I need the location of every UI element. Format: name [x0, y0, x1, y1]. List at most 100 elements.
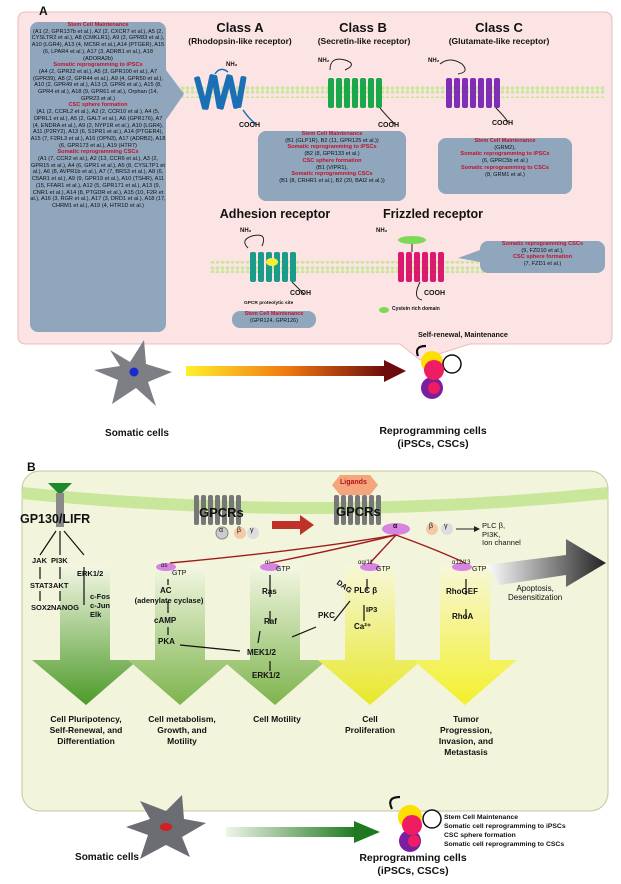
- frizzled-receptor: [379, 236, 444, 313]
- gamma-right: γ: [444, 523, 448, 530]
- left-box-text-4: (A1 (7, CCR2 et al.), A2 (13, CCR6 et al…: [30, 156, 166, 209]
- left-box-heading-1: Stem Cell Maintenance: [67, 22, 129, 28]
- outcome-metabolism: Cell metabolism, Growth, and Motility: [130, 714, 234, 747]
- class-c-subtitle: (Glutamate-like receptor): [448, 36, 550, 46]
- gpcr-receptor-left: [194, 495, 259, 540]
- class-c-cooh: COOH: [492, 120, 513, 127]
- somatic-cells-label-b: Somatic cells: [75, 852, 139, 863]
- frizzled-box-heading-1: Somatic reprogramming CSCs: [501, 241, 584, 247]
- reprogramming-cells-a: [415, 344, 462, 399]
- outcome-1-line-2: Self-Renewal, and: [49, 725, 123, 735]
- g12-gtp: GTP: [472, 566, 487, 573]
- alpha-right: α: [393, 523, 398, 530]
- g12-subunit: α12/13: [452, 560, 471, 566]
- erk-gi-node: ERK1/2: [252, 671, 281, 680]
- class-b-box-heading-4: Somatic reprogramming CSCs: [291, 171, 373, 178]
- outcome-5-line-3: Invasion, and: [438, 736, 494, 746]
- fos-jun-elk-nodes: c-Fos c-Jun Elk: [90, 592, 110, 619]
- frizzled-cooh: COOH: [424, 290, 445, 297]
- class-a-cooh: COOH: [239, 122, 260, 129]
- adhesion-cooh: COOH: [290, 290, 311, 297]
- class-c-annotation-box: Stem Cell Maintenance (GRM2), Somatic re…: [438, 138, 572, 194]
- class-c-box-heading-3: Somatic reprogramming to CSCs: [461, 164, 549, 171]
- outcome-proliferation: Cell Proliferation: [330, 714, 410, 736]
- desensitization-arrow: [486, 539, 606, 587]
- pi3k-node: PI3K: [51, 556, 68, 565]
- outcome-3-line-1: Cell Motility: [253, 714, 301, 724]
- alpha-left: α: [219, 527, 224, 534]
- panel-b-graphics: [21, 470, 609, 859]
- metabolism-arrow: [128, 565, 232, 705]
- adhesion-annotation-box: Stem Cell Maintenance (GPR124, GPR126): [232, 311, 316, 328]
- frizzled-title: Frizzled receptor: [382, 207, 484, 221]
- class-a-receptor: [194, 68, 257, 125]
- class-b-title: Class B: [339, 20, 387, 35]
- reprog-item-2: Somatic cell reprogramming to iPSCs: [444, 823, 566, 830]
- somatic-cell-a: [94, 340, 172, 406]
- apoptosis-label: Apoptosis, Desensitization: [508, 584, 562, 602]
- outcome-tumor: Tumor Progression, Invasion, and Metasta…: [426, 714, 506, 758]
- class-b-box-heading-1: Stem Cell Maintenance: [301, 131, 363, 137]
- gq-gtp: GTP: [376, 566, 391, 573]
- beta-right: β: [429, 523, 434, 530]
- class-b-cooh: COOH: [378, 122, 399, 129]
- reprogramming-arrow-a: [186, 360, 406, 382]
- gpcr-receptor-right: [332, 475, 480, 535]
- frizzled-box-text-2: (7, FZD1 et al.): [523, 261, 562, 268]
- class-b-receptor: [328, 58, 396, 125]
- left-box-text-2: (A4 (2, GPR22 et al.), A5 (3, GPR100 et …: [33, 68, 163, 102]
- reprogramming-cells-label-a: Reprogramming cells: [379, 425, 487, 437]
- alpha-fanout: [169, 534, 466, 564]
- outcome-1-line-3: Differentiation: [57, 736, 115, 746]
- plc-node: PLC β: [354, 586, 378, 595]
- class-c-title: Class C: [475, 20, 523, 35]
- somatic-cells-label-a: Somatic cells: [105, 428, 169, 439]
- erk-node: ERK1/2: [77, 569, 104, 578]
- apoptosis-line-1: Apoptosis,: [516, 584, 554, 593]
- class-a-annotation-box: Stem Cell Maintenance (A1 (2, GPR137b et…: [30, 22, 166, 332]
- pkc-node: PKC: [318, 611, 335, 620]
- somatic-cell-b: [126, 795, 206, 859]
- adhesion-box-heading: Stem Cell Maintenance: [244, 311, 304, 317]
- frizzled-nh2: NH₂: [376, 228, 388, 234]
- membrane-b: [21, 487, 609, 514]
- reprog-item-3: CSC sphere formation: [444, 832, 516, 839]
- class-b-annotation-box: Stem Cell Maintenance (B1 (GLP1R), B2 (1…: [258, 131, 406, 201]
- akt-node: AKT: [53, 581, 69, 590]
- outcome-5-line-2: Progression,: [440, 725, 492, 735]
- motility-arrow: [222, 565, 327, 705]
- calcium-node: Ca²⁺: [354, 622, 372, 631]
- ligands-label: Ligands: [340, 479, 367, 486]
- elk-node: Elk: [90, 610, 102, 619]
- frizzled-box-text-1: (9, FZD10 et al.),: [521, 247, 564, 254]
- proteolytic-site-label: GPCR proteolytic site: [244, 301, 294, 306]
- outcome-4-line-1: Cell: [362, 714, 378, 724]
- outcome-2-line-2: Growth, and: [157, 725, 207, 735]
- gp130-receptor: [48, 483, 72, 527]
- reprogramming-list-b: Stem Cell Maintenance Somatic cell repro…: [444, 813, 566, 849]
- gp130-pathway-arrows: [39, 530, 467, 671]
- cjun-node: c-Jun: [90, 601, 111, 610]
- outcome-1-line-1: Cell Pluripotency,: [50, 714, 122, 724]
- outcome-5-line-4: Metastasis: [444, 747, 488, 757]
- gpcrs-label-right: GPCRs: [336, 504, 381, 519]
- gi-gtp: GTP: [276, 566, 291, 573]
- rhoa-node: RhoA: [452, 612, 474, 621]
- ac-node: AC: [160, 586, 172, 595]
- proliferation-arrow: [318, 565, 422, 705]
- raf-node: Raf: [264, 617, 277, 626]
- class-a-subtitle: (Rhodopsin-like receptor): [188, 36, 292, 46]
- cfos-node: c-Fos: [90, 592, 111, 601]
- class-c-receptor: [439, 59, 509, 123]
- outcome-pluripotency: Cell Pluripotency, Self-Renewal, and Dif…: [26, 714, 146, 747]
- jak-node: JAK: [32, 556, 48, 565]
- effectors-list: PLC β, PI3K, Ion channel: [482, 521, 521, 548]
- panel-b-label: B: [27, 460, 36, 474]
- class-b-box-text-1: (B1 (GLP1R), B2 (11, GPR125 et al.)): [285, 137, 379, 144]
- gs-gtp: GTP: [172, 570, 187, 577]
- camp-node: cAMP: [154, 616, 177, 625]
- adhesion-receptor: [244, 234, 305, 295]
- effector-2: PI3K,: [482, 529, 501, 539]
- stat3-node: STAT3: [30, 581, 53, 590]
- adhesion-title: Adhesion receptor: [219, 207, 331, 221]
